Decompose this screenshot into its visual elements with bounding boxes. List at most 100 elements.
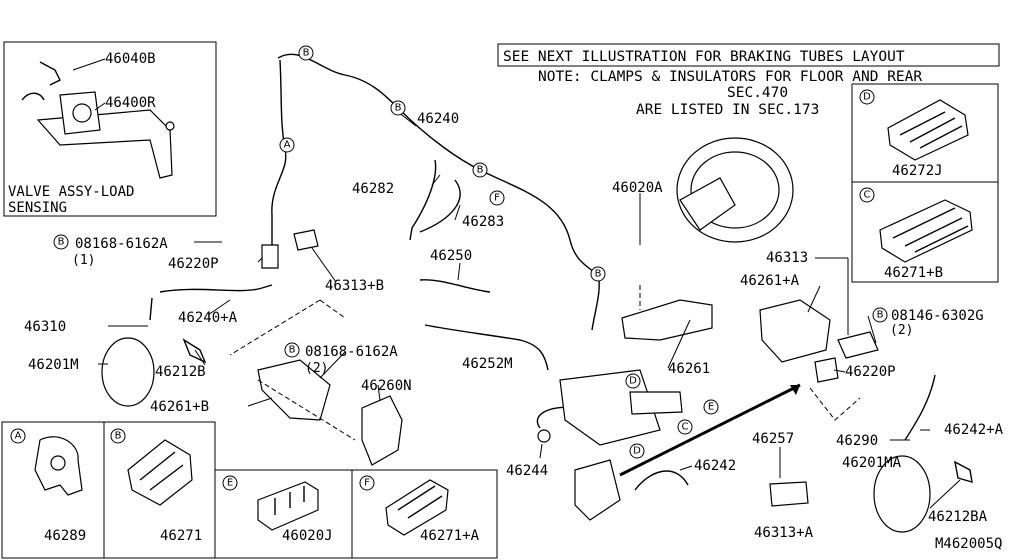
label-46313: 46313 [766, 250, 808, 266]
label-08168-mid-qty: (2) [305, 361, 328, 376]
label-46271: 46271 [160, 528, 202, 544]
svg-text:B: B [595, 269, 602, 280]
label-46220P-left: 46220P [168, 256, 219, 272]
panel-letter-C: C [859, 187, 875, 203]
label-46313B: 46313+B [325, 278, 384, 294]
svg-text:B: B [115, 431, 122, 442]
svg-text:D: D [633, 446, 641, 457]
circle-marker-B-08168-mid: B [284, 342, 300, 358]
svg-text:C: C [682, 422, 689, 433]
label-46282: 46282 [352, 181, 394, 197]
svg-text:E: E [708, 402, 714, 413]
circle-marker-A-tube: A [279, 137, 295, 153]
svg-text:B: B [877, 310, 884, 321]
label-46250: 46250 [430, 248, 472, 264]
note-line-2: SEC.470 [727, 85, 788, 101]
label-46252M: 46252M [462, 356, 513, 372]
label-46212BA: 46212BA [928, 509, 988, 525]
panel-letter-A: A [10, 428, 26, 444]
label-46283: 46283 [462, 214, 504, 230]
circle-marker-F: F [489, 190, 505, 206]
valve-assy-illustration [21, 61, 175, 179]
label-46201M: 46201M [28, 357, 79, 373]
valve-inset-frame [3, 41, 217, 217]
clip-46271-illustration [127, 439, 193, 506]
panel-letter-B: B [110, 428, 126, 444]
clip-46289-illustration [34, 436, 83, 496]
svg-text:B: B [477, 165, 484, 176]
svg-text:A: A [15, 431, 22, 442]
label-46257: 46257 [752, 431, 794, 447]
label-46240: 46240 [417, 111, 459, 127]
label-46244: 46244 [506, 463, 548, 479]
banner-box [497, 43, 1000, 67]
label-46289: 46289 [44, 528, 86, 544]
label-46271B: 46271+B [884, 265, 943, 281]
brake-booster-illustration [676, 137, 794, 243]
circle-marker-B-08168-top: B [53, 234, 69, 250]
direction-arrow [619, 383, 801, 477]
label-46201MA: 46201MA [842, 455, 902, 471]
svg-text:C: C [864, 190, 871, 201]
label-46310: 46310 [24, 319, 66, 335]
svg-text:A: A [284, 140, 291, 151]
svg-text:E: E [227, 478, 233, 489]
circle-marker-C: C [677, 419, 693, 435]
label-46261B: 46261+B [150, 399, 209, 415]
panel-letter-D: D [859, 89, 875, 105]
label-46261: 46261 [668, 361, 710, 377]
note-line-1: NOTE: CLAMPS & INSULATORS FOR FLOOR AND … [538, 69, 922, 85]
panel-letter-E: E [222, 475, 238, 491]
circle-marker-E: E [703, 399, 719, 415]
label-46400R: 46400R [105, 95, 156, 111]
svg-text:F: F [364, 478, 370, 489]
label-46020J: 46020J [282, 528, 333, 544]
label-46242A: 46242+A [944, 422, 1004, 438]
label-08168-top: 08168-6162A [75, 236, 168, 252]
label-08146: 08146-6302G [891, 308, 984, 324]
clamp-46272J-illustration [887, 99, 969, 161]
brake-tubes [149, 53, 936, 491]
svg-text:D: D [863, 92, 871, 103]
panel-letter-F: F [359, 475, 375, 491]
label-08146-qty: (2) [890, 323, 913, 338]
label-46260N: 46260N [361, 378, 412, 394]
label-46020A: 46020A [612, 180, 663, 196]
label-46261A: 46261+A [740, 273, 800, 289]
leader-lines [98, 111, 961, 509]
label-46220P-right: 46220P [845, 364, 896, 380]
circle-marker-B-08146: B [872, 307, 888, 323]
panel-F-frame [351, 469, 498, 559]
label-46313A: 46313+A [754, 525, 814, 541]
sensor-rings [101, 337, 931, 533]
circle-marker-B-tube-3: B [472, 162, 488, 178]
panel-C-frame [851, 181, 999, 283]
label-46272J: 46272J [892, 163, 943, 179]
label-46271A: 46271+A [420, 528, 480, 544]
svg-text:B: B [303, 48, 310, 59]
drawing-code: M462005Q [935, 536, 1002, 552]
svg-text:F: F [494, 193, 500, 204]
svg-text:B: B [58, 237, 65, 248]
circle-marker-B-tube-1: B [298, 45, 314, 61]
label-46040B: 46040B [105, 51, 156, 67]
label-46242: 46242 [694, 458, 736, 474]
label-46290: 46290 [836, 433, 878, 449]
valve-title-line-2: SENSING [8, 200, 67, 216]
note-line-3: ARE LISTED IN SEC.173 [636, 102, 819, 118]
clip-46271A-illustration [385, 479, 449, 536]
circle-marker-B-tube-2: B [390, 100, 406, 116]
circle-marker-D-2: D [629, 443, 645, 459]
banner-text: SEE NEXT ILLUSTRATION FOR BRAKING TUBES … [503, 49, 905, 65]
clip-46020J-illustration [257, 481, 319, 531]
valve-title-line-1: VALVE ASSY-LOAD [8, 184, 134, 200]
circle-marker-B-tube-4: B [590, 266, 606, 282]
svg-text:B: B [289, 345, 296, 356]
label-46212B: 46212B [155, 364, 206, 380]
circle-marker-D-1: D [625, 373, 641, 389]
bracket-illustrations [182, 229, 973, 521]
dashed-leaders [229, 285, 861, 441]
svg-text:D: D [629, 376, 637, 387]
